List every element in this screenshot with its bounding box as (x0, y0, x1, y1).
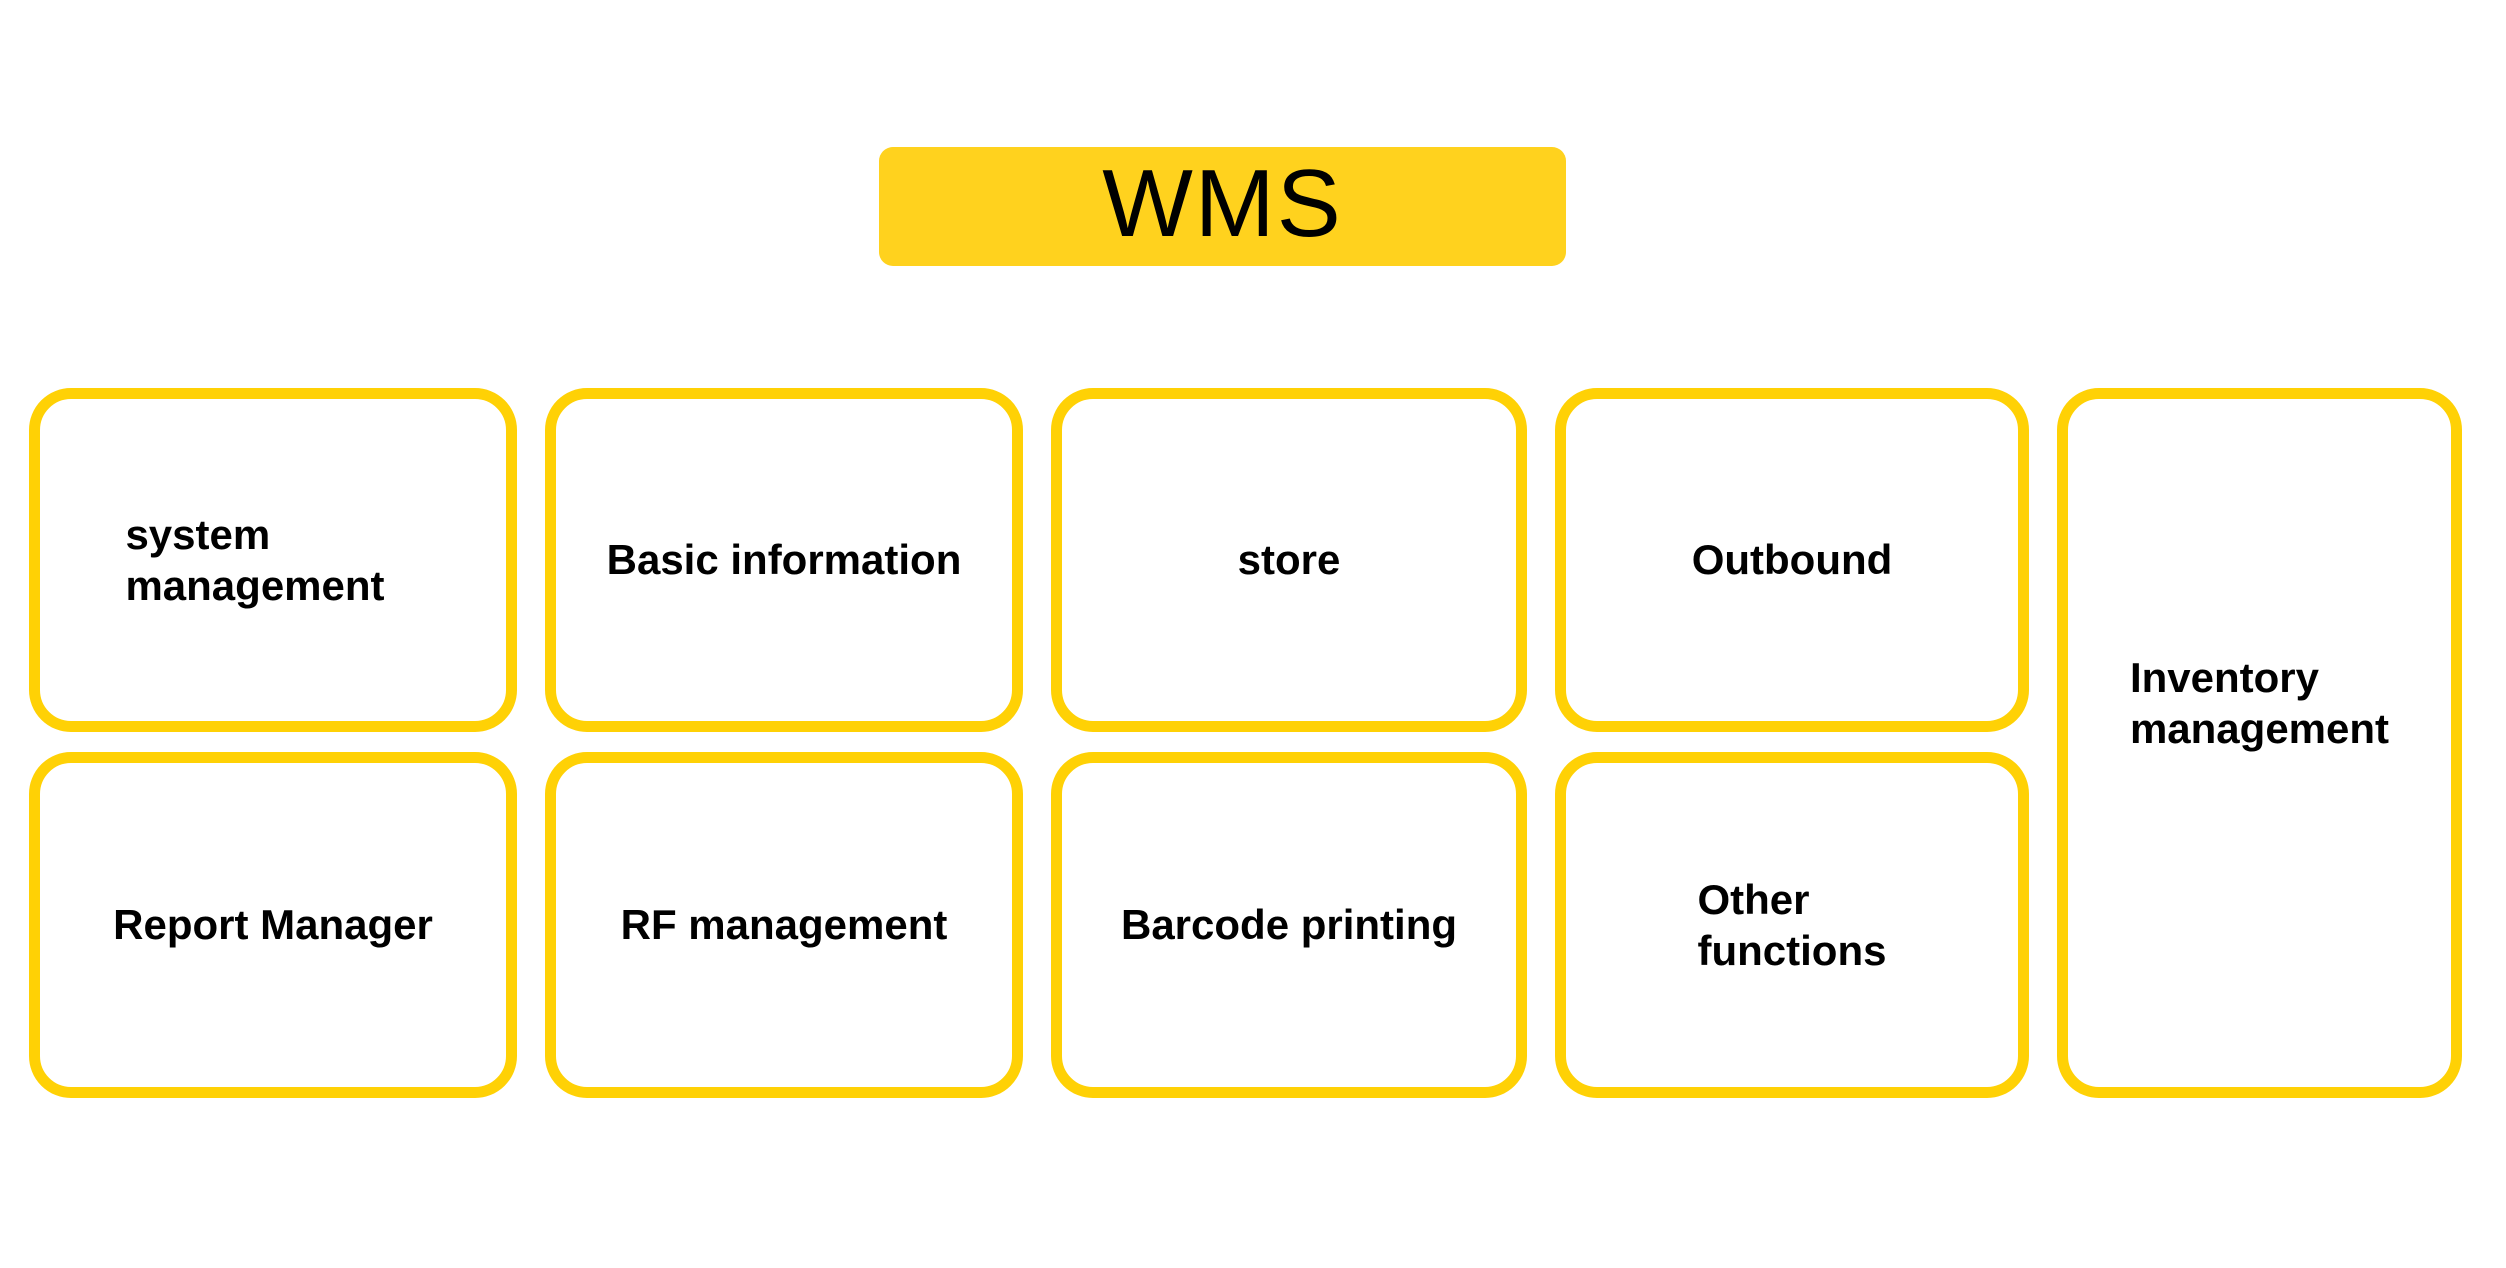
box-label-basic-information: Basic information (606, 536, 962, 584)
wms-title-label: WMS (1102, 149, 1343, 257)
box-label-rf-management: RF management (620, 901, 948, 949)
box-label-outbound: Outbound (1691, 536, 1893, 584)
box-label-other-functions: Other functions (1697, 875, 1887, 974)
box-barcode-printing: Barcode printing (1051, 752, 1527, 1098)
box-rf-management: RF management (545, 752, 1023, 1098)
box-inventory-management: Inventory management (2057, 388, 2462, 1098)
module-grid: system management Basic information stor… (29, 388, 2474, 1098)
box-outbound: Outbound (1555, 388, 2029, 732)
wms-title-box: WMS (879, 147, 1566, 266)
box-label-inventory-management: Inventory management (2129, 653, 2390, 752)
box-label-store: store (1237, 536, 1341, 584)
box-system-management: system management (29, 388, 517, 732)
box-label-report-manager: Report Manager (113, 901, 433, 949)
box-other-functions: Other functions (1555, 752, 2029, 1098)
box-report-manager: Report Manager (29, 752, 517, 1098)
box-label-system-management: system management (125, 510, 385, 609)
box-store: store (1051, 388, 1527, 732)
box-label-barcode-printing: Barcode printing (1120, 901, 1458, 949)
box-basic-information: Basic information (545, 388, 1023, 732)
